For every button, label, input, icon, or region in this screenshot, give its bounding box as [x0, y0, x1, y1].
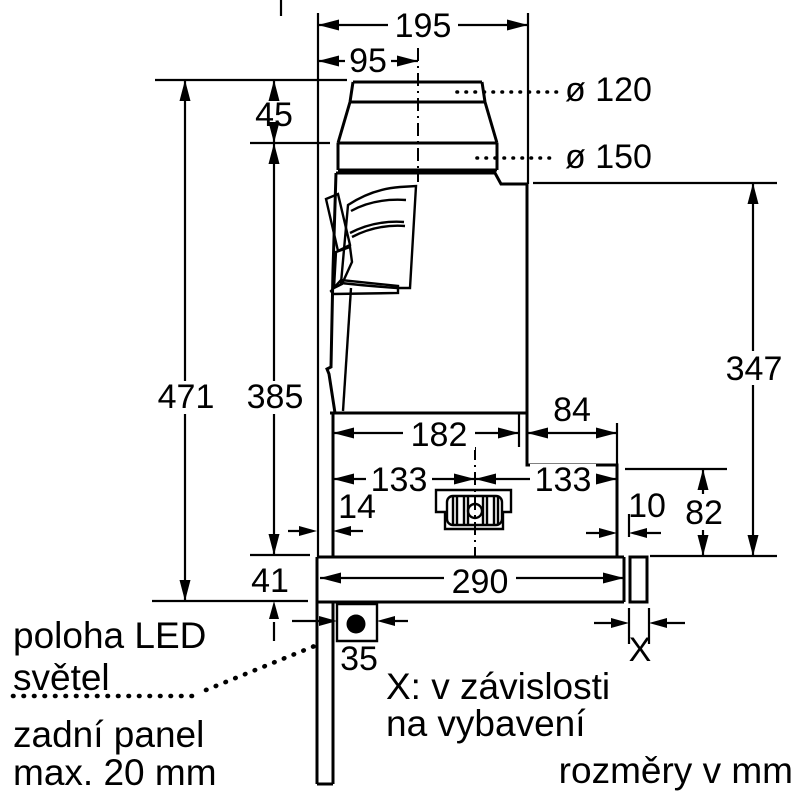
dim-84: 84 — [553, 391, 591, 429]
dim-182: 182 — [411, 416, 468, 454]
diameter-150-label: ø 150 — [565, 138, 652, 176]
x-note-line1: X: v závislosti — [386, 666, 610, 707]
dim-95: 95 — [349, 42, 387, 80]
led-marker — [335, 602, 379, 643]
dim-195: 195 — [395, 7, 452, 45]
leader-lines — [10, 90, 559, 699]
dim-385: 385 — [247, 378, 304, 416]
dim-471: 471 — [158, 378, 215, 416]
dimension-texts: 195 95 45 471 385 347 182 84 133 133 14 … — [158, 7, 783, 678]
led-dot — [346, 614, 366, 634]
led-label-leader — [10, 640, 325, 699]
x-note-line2: na vybavení — [386, 703, 586, 744]
damper-flap-assembly — [324, 184, 418, 296]
bottom-bar-outline — [315, 555, 649, 604]
led-square — [335, 602, 379, 643]
motor-symbol — [434, 488, 513, 531]
dim-10: 10 — [628, 487, 666, 525]
dim-14: 14 — [338, 488, 376, 526]
dimension-arrowheads — [179, 19, 759, 628]
dim-x: X — [629, 631, 652, 669]
led-note-line2: světel — [13, 657, 110, 698]
rear-panel-note-line2: max. 20 mm — [13, 752, 217, 793]
centerlines — [417, 48, 476, 556]
units-note: rozměry v mm — [559, 750, 793, 791]
end-cap — [628, 555, 649, 604]
dimension-lines — [152, 0, 777, 644]
pullout-panel-outline — [315, 602, 335, 786]
rear-panel-note-line1: zadní panel — [13, 714, 204, 755]
diameter-120-label: ø 120 — [565, 71, 652, 109]
dim-133-right: 133 — [535, 461, 592, 499]
dim-41: 41 — [251, 562, 289, 600]
dim-347: 347 — [726, 350, 783, 388]
dim-133-left: 133 — [371, 461, 428, 499]
dim-45: 45 — [255, 96, 293, 134]
led-note-line1: poloha LED — [13, 615, 206, 656]
dim-35: 35 — [340, 640, 378, 678]
dim-290: 290 — [452, 563, 509, 601]
note-texts: poloha LED světel zadní panel max. 20 mm… — [13, 615, 793, 793]
inner-front-edge — [341, 287, 353, 412]
dim-82: 82 — [685, 494, 723, 532]
